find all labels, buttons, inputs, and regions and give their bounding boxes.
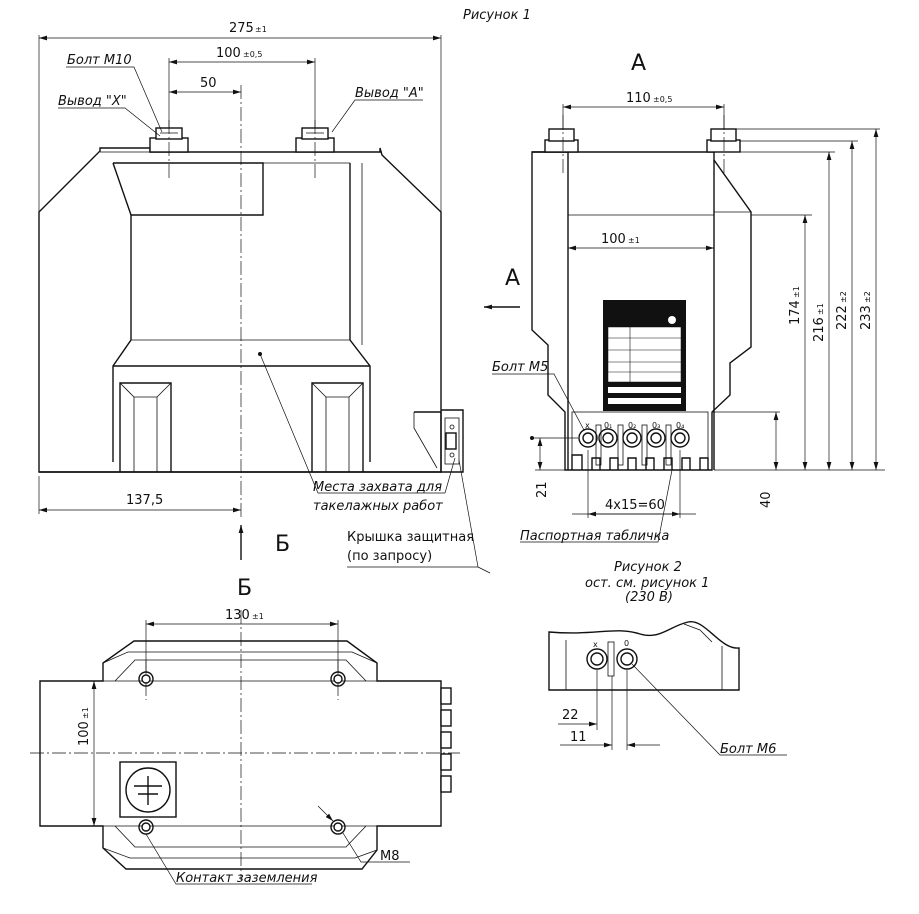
- figure-2-caption: Рисунок 2: [614, 560, 682, 575]
- figure-1-caption: Рисунок 1: [463, 8, 531, 23]
- dim-top-spacing-tol: ±0,5: [653, 95, 672, 104]
- view-a-arrow-label: А: [505, 266, 520, 291]
- terminal-label-o3: 0₃: [652, 421, 660, 430]
- fig2-terminal-x: x: [593, 640, 598, 649]
- terminal-o4: [595, 424, 690, 466]
- dim-top-spacing: 110: [626, 91, 651, 106]
- dim-terminal-spacing: 100: [216, 46, 241, 61]
- dim-overall-width-tol: ±1: [255, 25, 267, 34]
- fig2-dim-11: 11: [570, 730, 587, 745]
- top-view-b: 130 ±1 100 ±1 М8 Контакт заземления: [30, 608, 460, 886]
- label-rigging-line-2: такелажных работ: [313, 499, 443, 514]
- dim-terminal-spacing-tol: ±0,5: [243, 50, 262, 59]
- label-bolt-m6: Болт М6: [720, 742, 776, 757]
- dim-body-width: 100: [77, 721, 92, 746]
- ground-icon: [119, 761, 177, 818]
- label-bolt-m10: Болт М10: [67, 53, 132, 68]
- label-m8: М8: [380, 849, 400, 864]
- terminal-label-o2: 0₂: [628, 421, 636, 430]
- terminal-label-o1: 0₁: [604, 421, 612, 430]
- terminal-o3: [646, 424, 672, 466]
- nameplate: [603, 300, 686, 411]
- dim-height-174: 174: [788, 300, 803, 325]
- dim-mount-spacing: 130: [225, 608, 250, 623]
- dim-inner-width-tol: ±1: [628, 236, 640, 245]
- figure-2-voltage: (230 В): [625, 590, 673, 605]
- dim-body-width-tol: ±1: [81, 707, 90, 719]
- terminal-board: x 0₁ 0₂ 0₃ 0₄: [571, 411, 709, 471]
- terminal-label-x: x: [585, 421, 590, 430]
- dim-21: 21: [535, 481, 550, 498]
- protective-cover: [413, 409, 464, 473]
- label-bolt-m5: Болт М5: [492, 360, 548, 375]
- terminal-o1: [598, 424, 624, 466]
- dim-mount-spacing-tol: ±1: [252, 612, 264, 621]
- front-view: 275 ±1 100 ±0,5 50 137,5 Болт М10 Вывод …: [38, 21, 520, 574]
- dim-height-222-tol: ±2: [839, 291, 848, 303]
- dim-height-174-tol: ±1: [792, 286, 801, 298]
- dim-height-216-tol: ±1: [816, 303, 825, 315]
- label-ground-contact: Контакт заземления: [176, 871, 318, 886]
- view-a-label: А: [631, 51, 646, 76]
- label-nameplate: Паспортная табличка: [520, 529, 669, 544]
- dim-overall-width: 275: [229, 21, 254, 36]
- fig2-dim-22: 22: [562, 708, 579, 723]
- dim-inner-width: 100: [601, 232, 626, 247]
- dim-height-216: 216: [812, 317, 827, 342]
- dim-half-spacing: 50: [200, 76, 217, 91]
- view-b-label: Б: [237, 576, 252, 601]
- label-output-a: Вывод "А": [355, 86, 424, 101]
- label-cover-line-2: (по запросу): [347, 549, 432, 564]
- label-cover-line-1: Крышка защитная: [347, 530, 474, 545]
- dim-height-233-tol: ±2: [863, 291, 872, 303]
- figure-2: Рисунок 2 ост. см. рисунок 1 (230 В) x 0…: [548, 560, 787, 757]
- label-output-x: Вывод "X": [58, 94, 127, 109]
- dim-center-offset: 137,5: [126, 493, 163, 508]
- dim-height-233: 233: [859, 305, 874, 330]
- terminal-x: [578, 428, 598, 448]
- dim-terminal-pitch: 4x15=60: [605, 498, 665, 513]
- dim-40: 40: [759, 491, 774, 508]
- side-view-a: x 0₁ 0₂ 0₃ 0₄ 110 ±0,5 100 ±1 174 ±1 216…: [492, 91, 885, 544]
- terminal-label-o4: 0₄: [676, 421, 684, 430]
- view-b-arrow-label: Б: [275, 532, 290, 557]
- fig2-terminal-0: 0: [624, 639, 629, 648]
- label-rigging-line-1: Места захвата для: [313, 480, 442, 495]
- dim-height-222: 222: [835, 305, 850, 330]
- figure-2-note: ост. см. рисунок 1: [585, 576, 709, 591]
- terminal-o2: [622, 424, 648, 466]
